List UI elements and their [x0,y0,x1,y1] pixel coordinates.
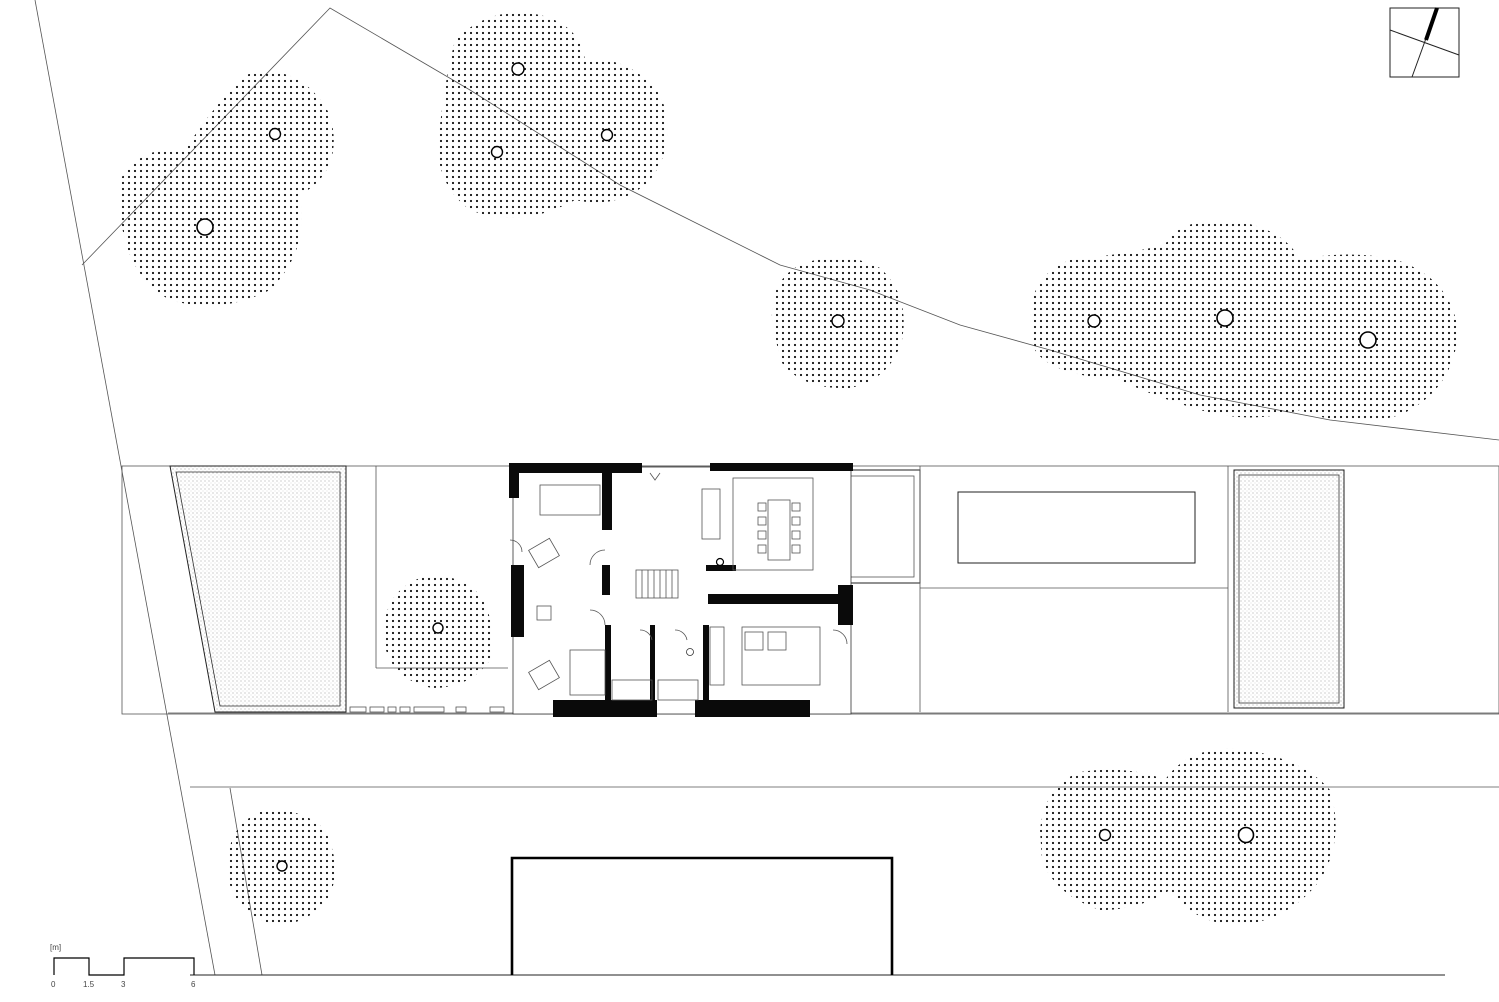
tree-canopy [385,576,493,688]
tree-canopy [1030,220,1458,422]
swimming-pool [957,491,1196,564]
scale-tick-2: 3 [121,980,126,989]
tree-canopy [1040,748,1336,925]
scale-tick-1: 1.5 [83,980,95,989]
garden-bed-west [169,465,347,713]
house-floor-plan [509,463,853,717]
garage-outline [510,856,894,975]
door-swings [509,539,848,645]
exterior-walls [509,463,853,717]
scale-tick-3: 6 [191,980,196,989]
interior-walls [602,470,843,701]
north-arrow-icon [1389,7,1460,78]
site-features [121,465,1499,975]
tree-canopy [228,810,335,925]
scale-unit-label: [m] [50,943,61,952]
scale-bar: [m] 0 1.5 3 6 [50,943,196,989]
tree-canopy [771,257,904,389]
scale-tick-0: 0 [51,980,56,989]
furniture [528,477,821,701]
fence-posts [349,706,505,713]
tree-canopy [438,12,668,219]
garden-bed-east [1233,469,1345,709]
tree-canopy [119,71,334,306]
tree-canopies [119,12,1458,925]
